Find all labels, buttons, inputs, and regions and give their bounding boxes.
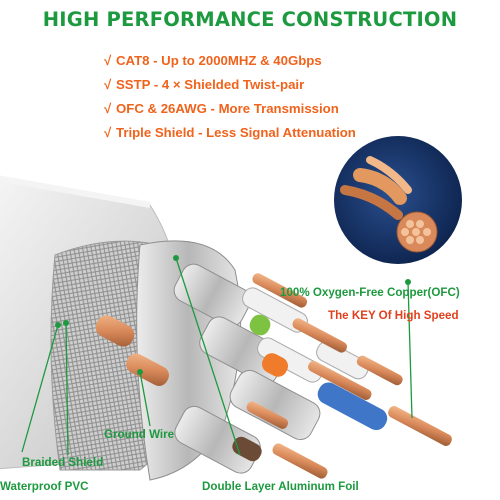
check-icon: √ (104, 101, 112, 116)
feature-text: CAT8 - Up to 2000MHZ & 40Gbps (116, 53, 322, 68)
callout-copper: 100% Oxygen-Free Copper(OFC) (280, 286, 460, 299)
leader-waterproof-pvc (21, 324, 59, 453)
insulated-conductors (232, 287, 388, 462)
feature-item: √ OFC & 26AWG - More Transmission (104, 101, 339, 116)
feature-text: OFC & 26AWG - More Transmission (116, 101, 339, 116)
feature-item: √ CAT8 - Up to 2000MHZ & 40Gbps (104, 53, 322, 68)
callout-aluminum-foil: Double Layer Aluminum Foil (202, 480, 359, 493)
callout-dots (55, 255, 411, 375)
callout-braided-shield: Braided Shield (22, 456, 104, 469)
check-icon: √ (104, 53, 112, 68)
feature-text: SSTP - 4 × Shielded Twist-pair (116, 77, 305, 92)
callout-ground-wire: Ground Wire (104, 428, 175, 441)
leader-aluminum-foil (175, 257, 241, 456)
page-title: HIGH PERFORMANCE CONSTRUCTION (42, 8, 458, 31)
callout-waterproof-pvc: Waterproof PVC (0, 480, 89, 493)
check-icon: √ (104, 125, 112, 140)
feature-item: √ SSTP - 4 × Shielded Twist-pair (104, 77, 304, 92)
feature-text: Triple Shield - Less Signal Attenuation (116, 125, 356, 140)
leader-copper (407, 281, 413, 419)
copper-closeup-inset (334, 136, 462, 264)
callout-key: The KEY Of High Speed (328, 309, 459, 322)
feature-item: √ Triple Shield - Less Signal Attenuation (104, 125, 356, 140)
copper-conductors (95, 273, 452, 479)
leader-braided-shield (65, 322, 69, 456)
callout-lines (21, 257, 413, 456)
leader-ground-wire (139, 371, 151, 427)
check-icon: √ (104, 77, 112, 92)
